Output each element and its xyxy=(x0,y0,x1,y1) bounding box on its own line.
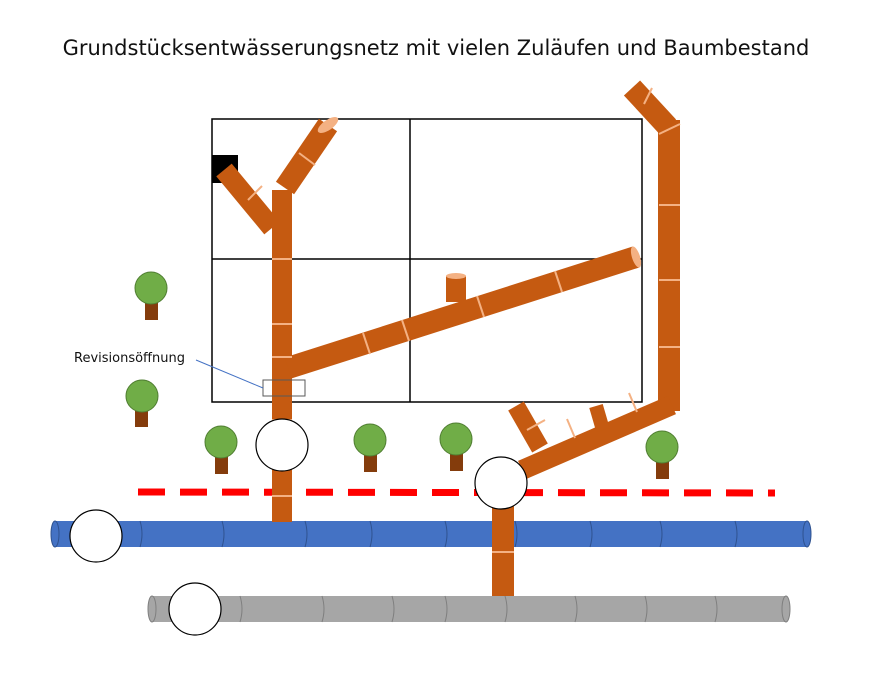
drain-pipe-lower-right xyxy=(518,395,676,480)
tree-icon xyxy=(645,430,679,479)
drain-pipe-collector xyxy=(284,246,640,379)
inspection-shaft xyxy=(168,582,222,636)
building-outline xyxy=(211,118,643,403)
property-drain-network xyxy=(216,80,680,596)
inspection-shaft xyxy=(69,509,123,563)
drain-pipe-stub-right xyxy=(589,404,610,432)
drain-pipe-stub-left xyxy=(508,401,548,453)
trees xyxy=(125,271,679,479)
tree-icon xyxy=(353,423,387,472)
tree-icon xyxy=(439,422,473,471)
inspection-shaft xyxy=(255,418,309,472)
tree-icon xyxy=(204,425,238,474)
pipe-end-cap xyxy=(630,246,642,268)
pipe-end-cap xyxy=(317,116,339,134)
revision-opening-label: Revisionsöffnung xyxy=(74,351,185,366)
sewer-main-blue xyxy=(50,520,812,548)
drain-pipe-branch-up xyxy=(275,118,338,195)
sewer-main-gray xyxy=(147,595,791,623)
tree-icon xyxy=(125,379,159,427)
tree-icon xyxy=(134,271,168,320)
property-boundary-line xyxy=(137,488,776,497)
inspection-shafts xyxy=(69,418,528,636)
diagram-title: Grundstücksentwässerungsnetz mit vielen … xyxy=(62,36,810,60)
revision-opening-leader xyxy=(195,359,264,389)
pipe-end-cap xyxy=(446,273,466,279)
inspection-shaft xyxy=(474,456,528,510)
